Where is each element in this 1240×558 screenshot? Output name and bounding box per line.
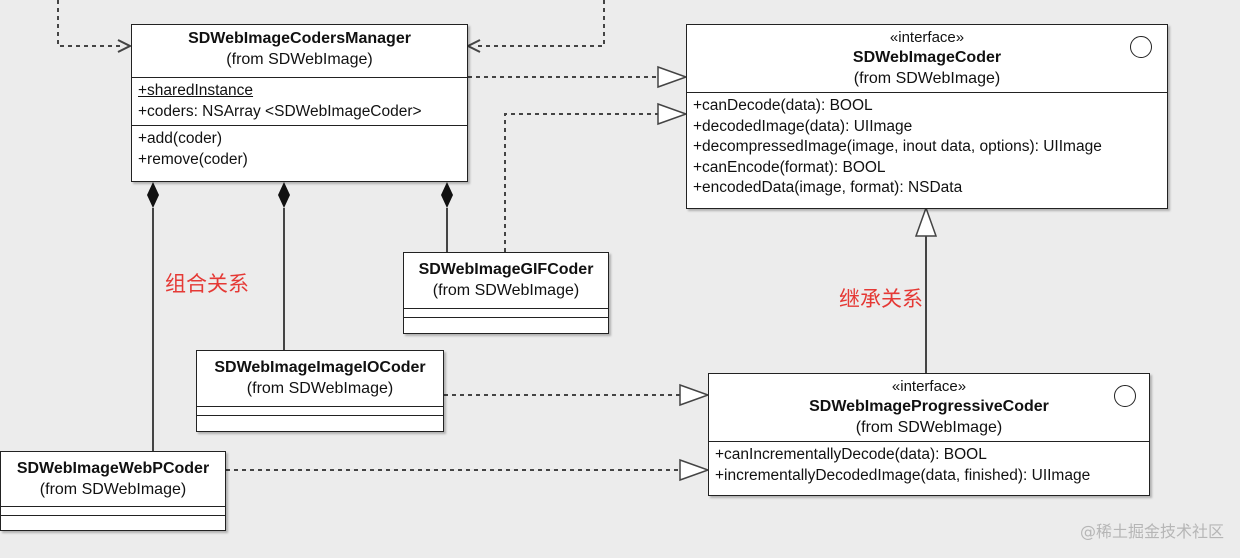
class-coders-manager[interactable]: SDWebImageCodersManager (from SDWebImage… [131, 24, 468, 182]
realization-arrow-manager [657, 65, 689, 89]
dependency-line-right [474, 0, 605, 47]
class-gif-coder[interactable]: SDWebImageGIFCoder (from SDWebImage) [403, 252, 609, 334]
attributes-section: +sharedInstance +coders: NSArray <SDWebI… [132, 77, 467, 125]
realization-arrow-imageio [679, 383, 711, 407]
operations-section [1, 515, 225, 524]
class-package: (from SDWebImage) [39, 481, 187, 498]
composition-diamond-imageio [278, 182, 290, 208]
composition-diamond-webp [147, 182, 159, 208]
operation-can-encode: +canEncode(format): BOOL [693, 158, 886, 176]
operation-add: +add(coder) [138, 130, 223, 147]
class-name: SDWebImageProgressiveCoder [809, 398, 1049, 415]
attribute-coders: +coders: NSArray <SDWebImageCoder> [138, 102, 422, 120]
operations-section [404, 317, 608, 326]
realization-arrow-gif [657, 102, 689, 126]
stereotype: «interface» [889, 29, 965, 46]
class-name: SDWebImageCoder [852, 49, 1002, 66]
inheritance-annotation: 继承关系 [839, 287, 923, 311]
attribute-shared-instance: +sharedInstance [138, 82, 254, 99]
operation-can-decode: +canDecode(data): BOOL [693, 97, 873, 114]
operation-incrementally-decoded-image: +incrementallyDecodedImage(data, finishe… [715, 466, 1091, 484]
operations-section: +add(coder) +remove(coder) [132, 125, 467, 173]
attributes-section [1, 506, 225, 515]
operations-section [197, 415, 443, 424]
stereotype: «interface» [891, 378, 967, 395]
attributes-section [404, 308, 608, 317]
operation-decompressed-image: +decompressedImage(image, inout data, op… [693, 138, 1102, 155]
realization-arrow-webp [679, 458, 711, 482]
interface-circle-icon [1114, 385, 1136, 407]
interface-progressive-coder[interactable]: «interface» SDWebImageProgressiveCoder (… [708, 373, 1150, 496]
class-name: SDWebImageImageIOCoder [214, 359, 426, 376]
class-imageio-coder[interactable]: SDWebImageImageIOCoder (from SDWebImage) [196, 350, 444, 432]
operation-decoded-image: +decodedImage(data): UIImage [693, 117, 913, 135]
attributes-section [197, 406, 443, 415]
operation-encoded-data: +encodedData(image, format): NSData [693, 179, 963, 196]
interface-image-coder[interactable]: «interface» SDWebImageCoder (from SDWebI… [686, 24, 1168, 209]
class-name: SDWebImageGIFCoder [418, 261, 594, 278]
inheritance-arrow [914, 205, 938, 237]
dependency-line-left [57, 0, 124, 47]
operation-can-incrementally-decode: +canIncrementallyDecode(data): BOOL [715, 446, 987, 463]
operations-section: +canIncrementallyDecode(data): BOOL +inc… [709, 441, 1149, 489]
operation-remove: +remove(coder) [138, 150, 248, 168]
class-package: (from SDWebImage) [853, 70, 1001, 87]
class-package: (from SDWebImage) [226, 51, 373, 68]
class-package: (from SDWebImage) [432, 282, 580, 299]
watermark: @稀土掘金技术社区 [1079, 522, 1224, 541]
composition-diamond-gif [441, 182, 453, 208]
dependency-arrow-right [465, 39, 481, 53]
dependency-arrow-left [117, 39, 133, 53]
interface-circle-icon [1130, 36, 1152, 58]
class-package: (from SDWebImage) [855, 419, 1003, 436]
class-name: SDWebImageWebPCoder [16, 460, 210, 477]
class-webp-coder[interactable]: SDWebImageWebPCoder (from SDWebImage) [0, 451, 226, 531]
class-package: (from SDWebImage) [246, 380, 394, 397]
composition-annotation: 组合关系 [165, 272, 249, 296]
class-name: SDWebImageCodersManager [188, 30, 411, 47]
realization-line-gif [504, 113, 658, 252]
operations-section: +canDecode(data): BOOL +decodedImage(dat… [687, 92, 1167, 202]
